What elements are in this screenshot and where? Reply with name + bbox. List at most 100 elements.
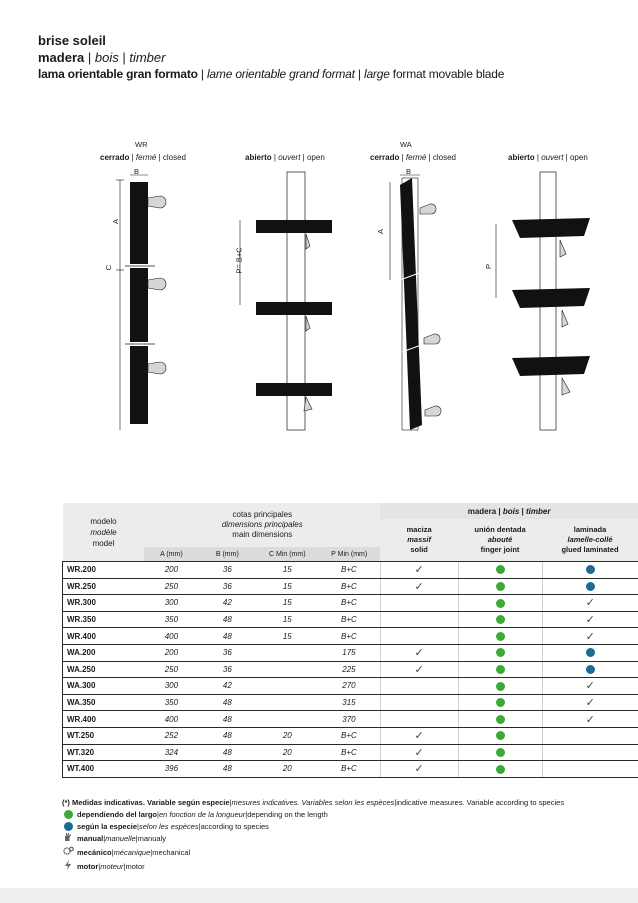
- open-en: open: [569, 153, 588, 162]
- cell-b: 42: [198, 594, 257, 612]
- cell-p: B+C: [318, 727, 381, 745]
- cell-solid: [379, 677, 459, 695]
- blue-dot-icon: [585, 665, 595, 675]
- note6-es: motor: [77, 861, 99, 871]
- model-en: model: [92, 538, 115, 548]
- cell-model: WA.200: [62, 644, 145, 662]
- legend-notes: (*) Medidas indicativas. Variable según …: [62, 797, 564, 874]
- cell-b: 48: [198, 760, 257, 778]
- page-header: brise soleil madera | bois | timber lama…: [38, 32, 504, 83]
- open-fr: ouvert: [541, 153, 564, 162]
- cell-b: 48: [198, 627, 257, 645]
- cell-model: WA.250: [62, 661, 145, 679]
- wa-open-caption: abierto | ouvert | open: [508, 153, 588, 162]
- blue-dot-icon: [62, 821, 74, 833]
- cell-b: 36: [198, 644, 257, 662]
- wr-closed-blade: [130, 268, 148, 342]
- note3-fr: selon les espèces: [138, 821, 199, 831]
- green-dot-icon: [495, 598, 505, 608]
- cell-b: 36: [198, 561, 257, 579]
- cell-finger-joint: [457, 611, 543, 629]
- sep: |: [123, 861, 126, 871]
- wa-open-blade: [512, 356, 590, 376]
- cell-a: 250: [144, 578, 199, 596]
- check-icon: ✓: [585, 597, 595, 610]
- check-icon: ✓: [414, 564, 424, 577]
- wr-closed-blade: [130, 346, 148, 424]
- cell-finger-joint: [457, 627, 543, 645]
- check-icon: ✓: [414, 730, 424, 743]
- cell-glued: [541, 760, 638, 778]
- cell-glued: ✓: [541, 694, 638, 712]
- cell-p: B+C: [318, 594, 381, 612]
- cell-glued: [541, 578, 638, 596]
- check-icon: ✓: [414, 763, 424, 776]
- cell-a: 300: [144, 594, 199, 612]
- wr-dim-b: B: [134, 167, 140, 176]
- check-icon: ✓: [414, 663, 424, 676]
- gear-icon: [62, 846, 74, 860]
- cell-solid: ✓: [379, 744, 459, 762]
- sep: |: [563, 153, 570, 162]
- technical-drawings: WR WA cerrado | fermé | closed abierto |…: [0, 130, 638, 435]
- lightning-icon: [62, 859, 74, 874]
- wr-open-drawing: [239, 171, 332, 431]
- cell-c: 15: [256, 611, 319, 629]
- blue-dot-icon: [585, 565, 595, 575]
- sep: |: [245, 809, 248, 819]
- header-wood: madera | bois | timber: [380, 503, 638, 519]
- sep: |: [150, 848, 153, 858]
- note3-en: according to species: [200, 821, 269, 831]
- cell-a: 300: [144, 677, 199, 695]
- cell-glued: ✓: [541, 710, 638, 728]
- note3-es: según la especie: [77, 821, 138, 831]
- check-icon: ✓: [585, 680, 595, 693]
- cell-a: 200: [144, 644, 199, 662]
- cell-c: [256, 710, 319, 728]
- green-dot-icon: [495, 764, 505, 774]
- col-c: C Min (mm): [256, 547, 319, 562]
- green-dot-icon: [495, 698, 505, 708]
- material-en: timber: [129, 50, 166, 65]
- solid-es: maciza: [406, 525, 432, 534]
- blade-en-large: large: [363, 67, 390, 81]
- header-solid: maciza massif solid: [380, 519, 459, 562]
- cell-c: 15: [256, 561, 319, 579]
- sep: |: [229, 798, 232, 807]
- cell-c: 15: [256, 578, 319, 596]
- cell-b: 36: [198, 661, 257, 679]
- cell-a: 396: [144, 760, 199, 778]
- wa-open-blade: [512, 288, 590, 308]
- solid-en: solid: [410, 545, 428, 554]
- cell-model: WA.350: [62, 694, 145, 712]
- blade-en: format movable blade: [389, 67, 505, 81]
- sep: |: [271, 153, 279, 162]
- cell-b: 48: [198, 727, 257, 745]
- open-en: open: [306, 153, 325, 162]
- cell-c: [256, 677, 319, 695]
- sep: |: [156, 153, 163, 162]
- cell-finger-joint: [457, 578, 543, 596]
- header-model: modelo modèle model: [62, 503, 145, 562]
- sep: |: [399, 153, 406, 162]
- cell-p: B+C: [318, 578, 381, 596]
- cell-solid: ✓: [379, 661, 459, 679]
- cell-glued: ✓: [541, 594, 638, 612]
- drawings-svg: [116, 171, 590, 431]
- dims-fr: dimensions principales: [221, 520, 303, 529]
- cell-b: 36: [198, 578, 257, 596]
- wa-open-blade: [512, 218, 590, 238]
- cell-a: 250: [144, 661, 199, 679]
- sep: |: [137, 821, 139, 831]
- open-fr: ouvert: [278, 153, 301, 162]
- glued-fr: lamelle-collé: [567, 535, 613, 544]
- wr-closed-drawing: [116, 174, 167, 430]
- note2-es: dependiendo del largo: [77, 809, 158, 819]
- cell-a: 400: [144, 710, 199, 728]
- cell-model: WR.400: [62, 710, 145, 728]
- blade-es: lama orientable gran formato: [38, 67, 198, 81]
